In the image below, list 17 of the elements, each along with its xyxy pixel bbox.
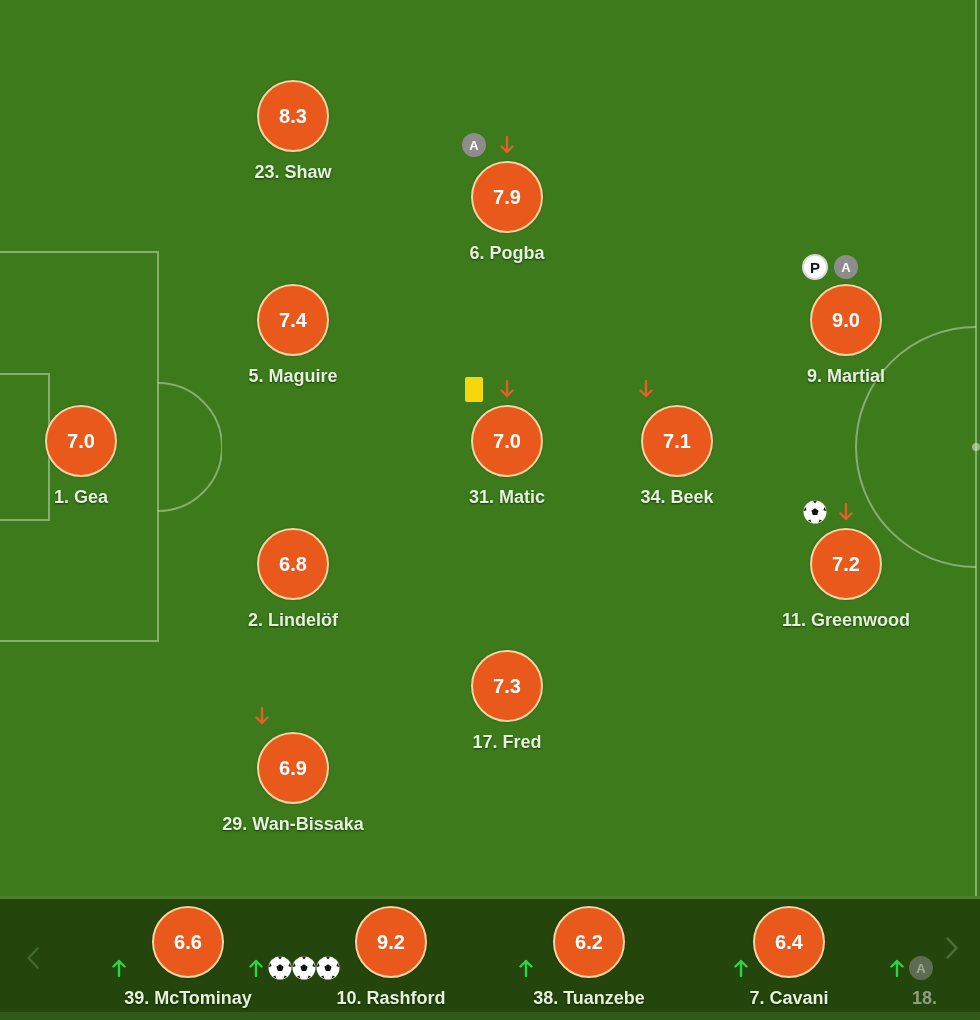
player-name: 38. Tuanzebe — [533, 988, 645, 1008]
player-name: 23. Shaw — [254, 162, 332, 182]
player-name: 5. Maguire — [248, 366, 338, 386]
player-name: 6. Pogba — [469, 243, 545, 263]
player-name: 1. Gea — [53, 487, 108, 507]
player-name: 17. Fred — [472, 732, 542, 752]
player-name: 11. Greenwood — [781, 610, 910, 630]
player-name: 18. — [912, 988, 938, 1008]
player-name: 7. Cavani — [749, 988, 829, 1008]
player-name: 29. Wan-Bissaka — [222, 814, 364, 834]
letter-badge: A — [909, 956, 933, 980]
player-name: 39. McTominay — [124, 988, 252, 1008]
player-name: 10. Rashford — [336, 988, 446, 1008]
player-name: 31. Matic — [468, 487, 545, 507]
player-name: 9. Martial — [807, 366, 885, 386]
player-name: 34. Beek — [640, 487, 714, 507]
player-name: 2. Lindelöf — [248, 610, 338, 630]
